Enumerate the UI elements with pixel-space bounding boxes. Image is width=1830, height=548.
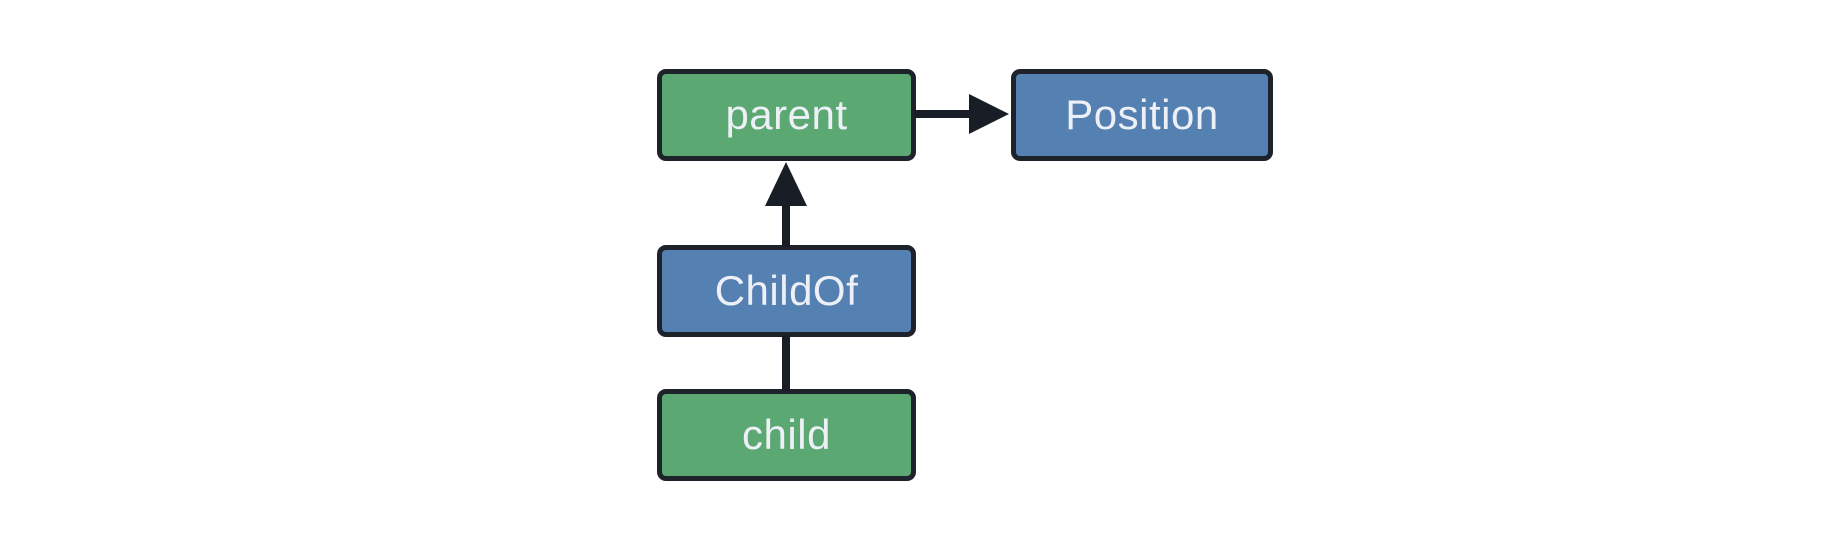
node-child-label: child bbox=[742, 411, 831, 458]
node-position-label: Position bbox=[1065, 91, 1219, 138]
node-parent: parent bbox=[657, 69, 916, 161]
node-position: Position bbox=[1011, 69, 1273, 161]
node-parent-label: parent bbox=[725, 91, 848, 138]
node-child: child bbox=[657, 389, 916, 481]
arrow-parent-to-position-icon bbox=[913, 94, 1009, 134]
arrow-childof-to-parent-icon bbox=[765, 162, 807, 247]
edge-child-to-childof bbox=[782, 334, 790, 391]
node-childof-label: ChildOf bbox=[714, 267, 859, 314]
node-childof: ChildOf bbox=[657, 245, 916, 337]
